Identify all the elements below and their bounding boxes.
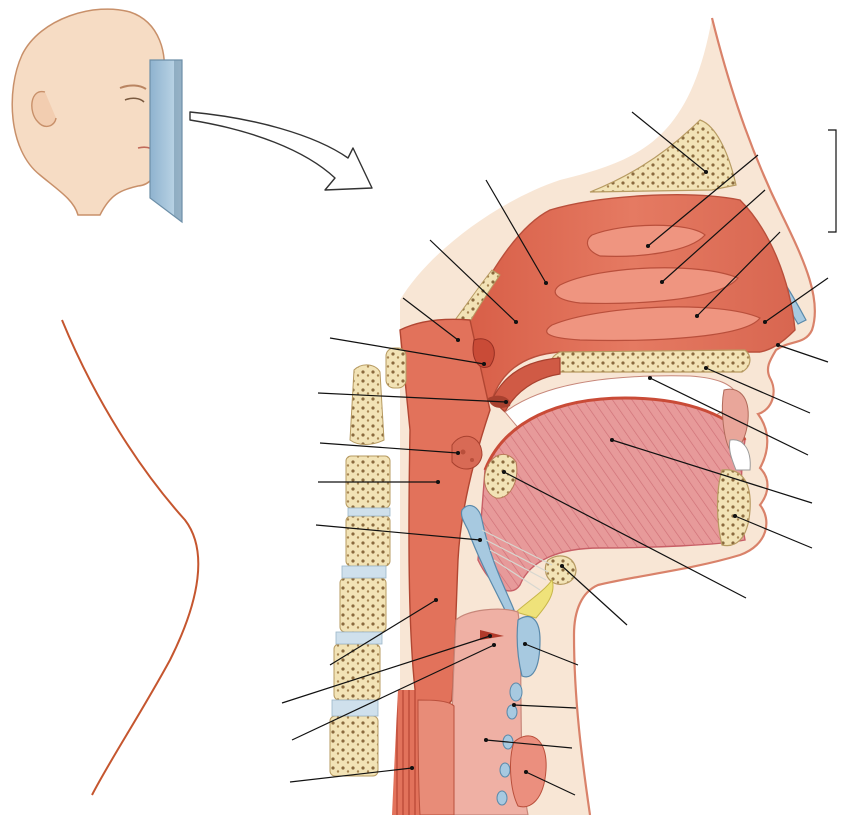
vertebra-c4 — [346, 516, 390, 566]
intervertebral-disc — [342, 566, 386, 578]
sagittal-plane-edge — [174, 60, 182, 222]
tracheal-cartilage — [500, 763, 510, 777]
nasal-region-bracket — [828, 130, 836, 232]
tracheal-cartilage — [497, 791, 507, 805]
vertebra-c5 — [340, 578, 386, 632]
view-arrow — [190, 112, 372, 190]
vertebra-c6 — [334, 644, 380, 700]
sagittal-section — [330, 18, 815, 815]
neck-outline — [62, 320, 198, 795]
axis-vertebra — [350, 365, 384, 445]
vertebra-c7 — [330, 716, 378, 776]
thyroid-cartilage — [517, 617, 540, 677]
hyoid-bone — [545, 556, 576, 584]
leader-nostril — [778, 345, 828, 362]
cervical-vertebrae — [330, 348, 406, 776]
hard-palate — [551, 350, 750, 372]
reference-head-figure — [12, 9, 182, 222]
esophagus — [418, 700, 454, 815]
tracheal-cartilage — [507, 705, 517, 719]
tonsil-crypt — [461, 450, 466, 455]
intervertebral-disc — [348, 508, 390, 516]
atlas-vertebra — [386, 348, 406, 388]
tonsil-crypt — [470, 458, 474, 462]
cricoid-cartilage — [510, 683, 522, 701]
